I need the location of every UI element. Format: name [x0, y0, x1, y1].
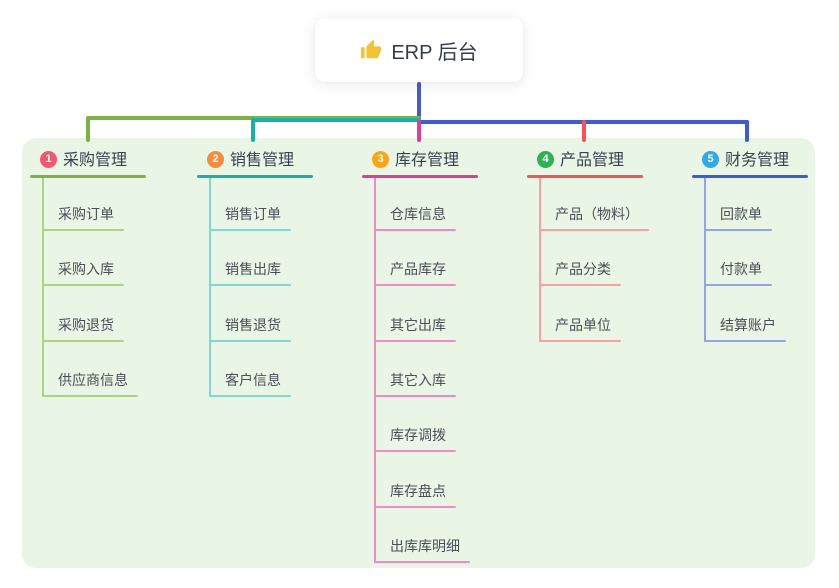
branches-panel: [22, 138, 815, 568]
child-node-label[interactable]: 付款单: [720, 261, 762, 277]
child-underline: [539, 340, 621, 342]
branch-badge: 5: [702, 151, 719, 168]
child-underline: [42, 395, 138, 397]
child-node-label[interactable]: 出库库明细: [390, 538, 460, 554]
child-underline: [374, 561, 470, 563]
child-underline: [374, 229, 456, 231]
branch-child-rail: [374, 178, 376, 563]
child-node-label[interactable]: 销售退货: [225, 317, 281, 333]
branch-badge: 1: [40, 151, 57, 168]
branch-title[interactable]: 库存管理: [395, 152, 460, 169]
root-node[interactable]: ERP 后台: [315, 18, 523, 82]
branch-child-rail: [42, 178, 44, 397]
connector-rail: [253, 118, 421, 122]
branch-underline: [362, 175, 478, 178]
child-underline: [704, 229, 772, 231]
child-underline: [374, 450, 456, 452]
branch-underline: [692, 175, 808, 178]
child-underline: [42, 229, 124, 231]
child-node-label[interactable]: 仓库信息: [390, 206, 446, 222]
child-underline: [374, 395, 456, 397]
branch-underline: [527, 175, 643, 178]
child-underline: [42, 284, 124, 286]
connector-drop: [417, 120, 421, 142]
child-node-label[interactable]: 客户信息: [225, 372, 281, 388]
child-underline: [374, 284, 456, 286]
child-node-label[interactable]: 产品库存: [390, 261, 446, 277]
branch-badge: 2: [207, 151, 224, 168]
child-node-label[interactable]: 回款单: [720, 206, 762, 222]
child-node-label[interactable]: 销售订单: [225, 206, 281, 222]
branch-badge: 3: [372, 151, 389, 168]
child-node-label[interactable]: 产品分类: [555, 261, 611, 277]
child-underline: [209, 284, 291, 286]
child-node-label[interactable]: 其它入库: [390, 372, 446, 388]
child-node-label[interactable]: 产品（物料）: [555, 206, 639, 222]
connector-drop: [582, 120, 586, 142]
child-node-label[interactable]: 供应商信息: [58, 372, 128, 388]
connector-drop: [251, 118, 255, 142]
connector-drop: [745, 120, 749, 142]
branch-underline: [197, 175, 313, 178]
child-node-label[interactable]: 其它出库: [390, 317, 446, 333]
branch-child-rail: [209, 178, 211, 397]
child-underline: [704, 284, 772, 286]
child-underline: [209, 395, 291, 397]
child-underline: [539, 229, 649, 231]
branch-underline: [30, 175, 146, 178]
child-underline: [539, 284, 621, 286]
child-underline: [704, 340, 786, 342]
branch-title[interactable]: 财务管理: [725, 152, 790, 169]
child-node-label[interactable]: 库存盘点: [390, 483, 446, 499]
child-underline: [209, 340, 291, 342]
connector-drop: [86, 116, 90, 142]
child-node-label[interactable]: 采购退货: [58, 317, 114, 333]
branch-title[interactable]: 采购管理: [63, 152, 128, 169]
branch-title[interactable]: 销售管理: [230, 152, 295, 169]
thumbs-up-icon: [360, 39, 382, 61]
child-node-label[interactable]: 库存调拨: [390, 427, 446, 443]
child-node-label[interactable]: 采购订单: [58, 206, 114, 222]
branch-child-rail: [539, 178, 541, 342]
child-underline: [42, 340, 124, 342]
root-label: ERP 后台: [391, 41, 478, 64]
child-node-label[interactable]: 产品单位: [555, 317, 611, 333]
child-underline: [374, 340, 456, 342]
root-connector-stem: [417, 82, 421, 124]
child-underline: [209, 229, 291, 231]
child-node-label[interactable]: 结算账户: [720, 317, 776, 333]
branch-child-rail: [704, 178, 706, 342]
branch-title[interactable]: 产品管理: [560, 152, 625, 169]
child-underline: [374, 506, 456, 508]
branch-badge: 4: [537, 151, 554, 168]
child-node-label[interactable]: 采购入库: [58, 261, 114, 277]
child-node-label[interactable]: 销售出库: [225, 261, 281, 277]
